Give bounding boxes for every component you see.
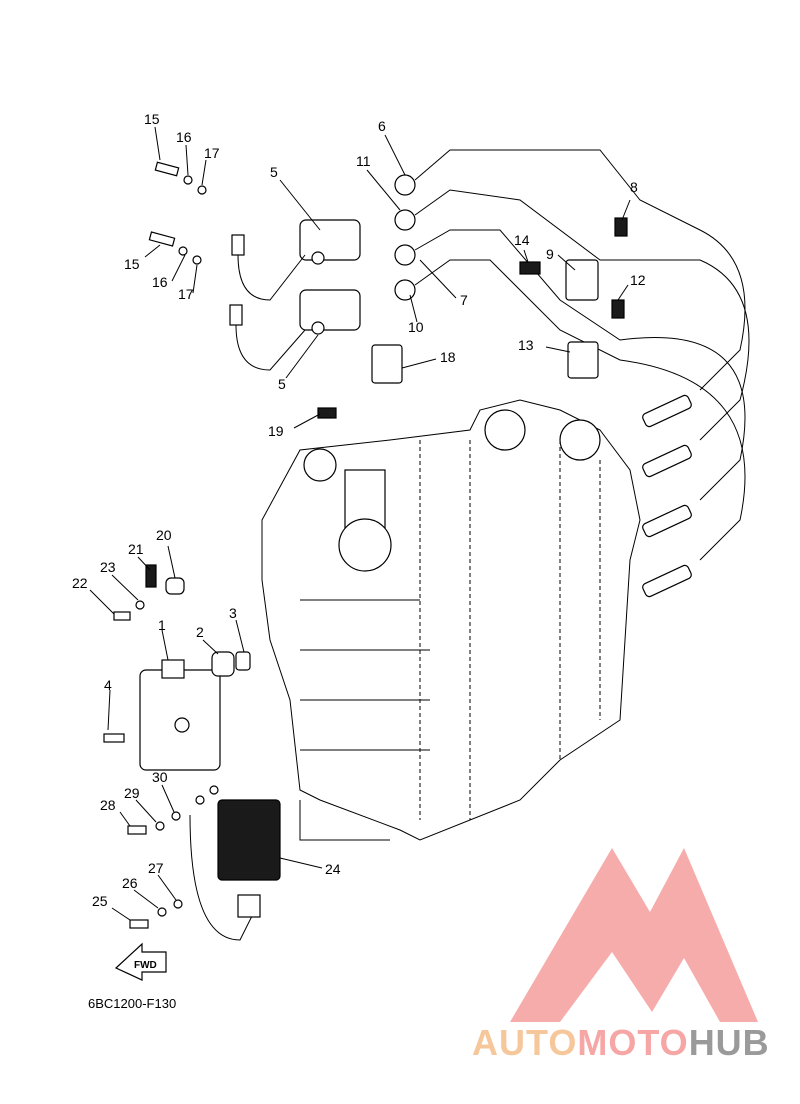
callout-22: 22 bbox=[72, 575, 88, 591]
callout-5b: 5 bbox=[278, 376, 286, 392]
callout-20: 20 bbox=[156, 527, 172, 543]
callout-2: 2 bbox=[196, 624, 204, 640]
diagram-code: 6BC1200-F130 bbox=[88, 996, 177, 1011]
watermark-part-2: MOTO bbox=[577, 1022, 689, 1063]
ignition-coils bbox=[229, 219, 361, 371]
callout-23: 23 bbox=[100, 559, 116, 575]
callout-5a: 5 bbox=[270, 164, 278, 180]
fwd-arrow-icon: FWD bbox=[114, 942, 167, 981]
callout-27: 27 bbox=[148, 860, 164, 876]
callout-14: 14 bbox=[514, 232, 530, 248]
callout-1: 1 bbox=[158, 617, 166, 633]
spark-plug-leads bbox=[394, 149, 750, 598]
callout-15a: 15 bbox=[144, 111, 160, 127]
watermark-text: AUTOMOTOHUB bbox=[472, 1022, 770, 1064]
callout-24: 24 bbox=[325, 861, 341, 877]
callout-11: 11 bbox=[356, 153, 371, 169]
callout-labels: 15 16 17 6 5 11 8 14 9 12 15 16 17 7 10 … bbox=[72, 111, 646, 909]
leader-lines bbox=[89, 126, 631, 921]
callout-17b: 17 bbox=[178, 286, 194, 302]
callout-15b: 15 bbox=[124, 256, 140, 272]
callout-16b: 16 bbox=[152, 274, 168, 290]
watermark-logo-icon bbox=[510, 848, 758, 1022]
callout-30: 30 bbox=[152, 769, 168, 785]
callout-21: 21 bbox=[128, 541, 144, 557]
cdi-unit bbox=[103, 564, 251, 771]
fwd-label: FWD bbox=[134, 960, 157, 971]
callout-26: 26 bbox=[122, 875, 138, 891]
callout-8: 8 bbox=[630, 179, 638, 195]
callout-28: 28 bbox=[100, 797, 116, 813]
callout-17a: 17 bbox=[204, 145, 220, 161]
callout-6: 6 bbox=[378, 118, 386, 134]
watermark-part-3: HUB bbox=[688, 1022, 770, 1063]
callout-29: 29 bbox=[124, 785, 140, 801]
engine-block bbox=[261, 399, 641, 841]
callout-16a: 16 bbox=[176, 129, 192, 145]
callout-7: 7 bbox=[460, 292, 468, 308]
watermark-part-1: AUTO bbox=[472, 1022, 578, 1063]
callout-9: 9 bbox=[546, 246, 554, 262]
callout-4: 4 bbox=[104, 677, 112, 693]
wire-clamps bbox=[317, 217, 628, 419]
callout-25: 25 bbox=[92, 893, 108, 909]
callout-13: 13 bbox=[518, 337, 534, 353]
coil-bolts bbox=[148, 161, 207, 265]
callout-3: 3 bbox=[229, 605, 237, 621]
rectifier-regulator bbox=[127, 785, 281, 941]
callout-12: 12 bbox=[630, 272, 646, 288]
callout-18: 18 bbox=[440, 349, 456, 365]
callout-10: 10 bbox=[408, 319, 424, 335]
callout-19: 19 bbox=[268, 423, 284, 439]
